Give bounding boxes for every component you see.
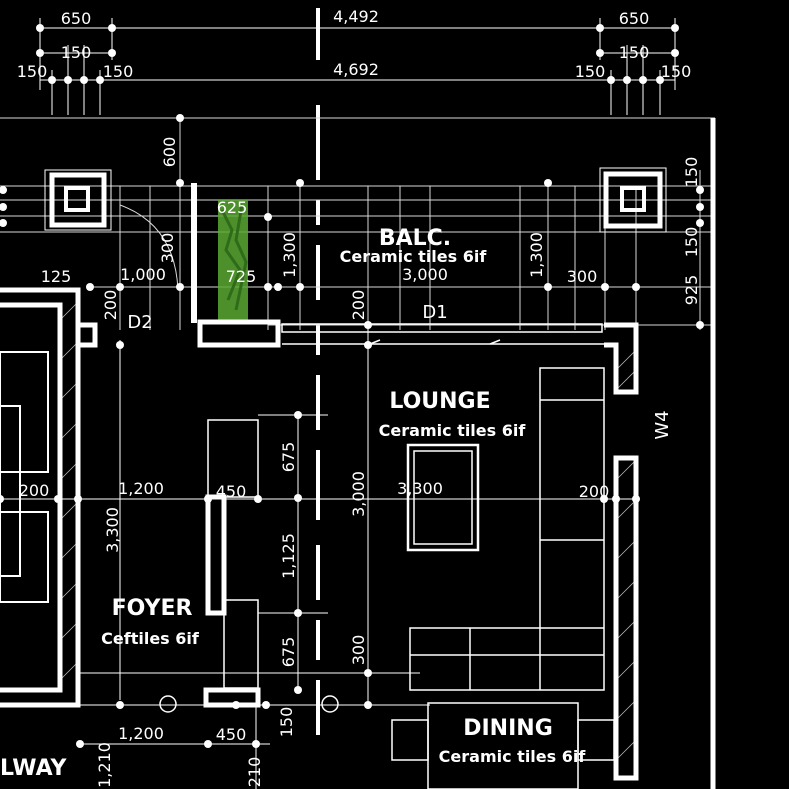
dim-v675-b: 675 <box>279 637 298 668</box>
dim-125: 125 <box>41 267 72 286</box>
lounge-furniture <box>159 367 615 789</box>
dim-v200-b: 200 <box>349 290 368 321</box>
dim-v300-b: 300 <box>349 635 368 666</box>
interior-frames <box>0 351 49 603</box>
dim-v1300-right: 1,300 <box>527 232 546 278</box>
dim-v300-left: 300 <box>158 233 177 264</box>
dim-b1200: 1,200 <box>118 724 164 743</box>
finish-label-dining: Ceramic tiles 6if <box>439 747 587 766</box>
finish-label-balcony: Ceramic tiles 6if <box>340 247 488 266</box>
dim-row3-150-d: 150 <box>661 62 692 81</box>
dim-150-left: 150 <box>61 43 92 62</box>
planter <box>191 183 248 323</box>
dim-h450: 450 <box>216 482 247 501</box>
dim-v3300: 3,300 <box>103 507 122 553</box>
dim-v200-a: 200 <box>101 290 120 321</box>
dim-top-650-right: 650 <box>619 9 650 28</box>
dim-row3-150-c: 150 <box>575 62 606 81</box>
dim-v210: 210 <box>245 757 264 788</box>
dim-b450: 450 <box>216 725 247 744</box>
dim-row3-150-b: 150 <box>103 62 134 81</box>
dim-625: 625 <box>217 198 248 217</box>
dim-v1300-mid: 1,300 <box>280 232 299 278</box>
finish-label-lounge: Ceramic tiles 6if <box>379 421 527 440</box>
dimension-labels: 650 4,492 650 150 150 150 150 4,692 150 … <box>17 7 701 788</box>
room-label-lounge: LOUNGE <box>389 389 490 414</box>
dim-v3000: 3,000 <box>349 471 368 517</box>
dim-h3300: 3,300 <box>397 479 443 498</box>
dim-3000-balcony: 3,000 <box>402 265 448 284</box>
dim-v600: 600 <box>160 137 179 168</box>
balcony-grid <box>0 117 715 330</box>
dimension-ticks-top <box>36 24 679 84</box>
column-left <box>44 169 112 231</box>
dim-v925: 925 <box>682 275 701 306</box>
column-right <box>599 167 667 233</box>
room-label-dining: DINING <box>463 716 553 741</box>
dim-v675-a: 675 <box>279 442 298 473</box>
dim-h1200: 1,200 <box>118 479 164 498</box>
dim-v1210: 1,210 <box>95 742 114 788</box>
door-tag-d2: D2 <box>127 312 152 333</box>
dim-top-4492: 4,492 <box>333 7 379 26</box>
dim-row3-150-a: 150 <box>17 62 48 81</box>
dim-v150-right-b: 150 <box>682 227 701 258</box>
room-label-hallway: LWAY <box>0 756 68 781</box>
dim-1000: 1,000 <box>120 265 166 284</box>
room-label-foyer: FOYER <box>112 596 193 621</box>
dim-v1125: 1,125 <box>279 533 298 579</box>
dim-row3-4692: 4,692 <box>333 60 379 79</box>
dim-725: 725 <box>226 267 257 286</box>
dim-h200-left: 200 <box>19 481 50 500</box>
dim-150-right: 150 <box>619 43 650 62</box>
dimension-ticks-interior <box>0 341 640 748</box>
dim-top-650-left: 650 <box>61 9 92 28</box>
room-label-balcony: BALC. <box>379 226 451 251</box>
dim-300: 300 <box>567 267 598 286</box>
window-tag-w4: W4 <box>652 410 673 439</box>
dim-h200-right: 200 <box>579 482 610 501</box>
dim-v150-b: 150 <box>277 707 296 738</box>
dimension-lines-interior <box>0 325 640 789</box>
finish-label-foyer: Ceftiles 6if <box>101 629 200 648</box>
wall-hatching <box>59 301 637 761</box>
door-tag-d1: D1 <box>422 302 447 323</box>
dim-v150-right: 150 <box>682 157 701 188</box>
sliding-door-d1 <box>281 323 604 345</box>
